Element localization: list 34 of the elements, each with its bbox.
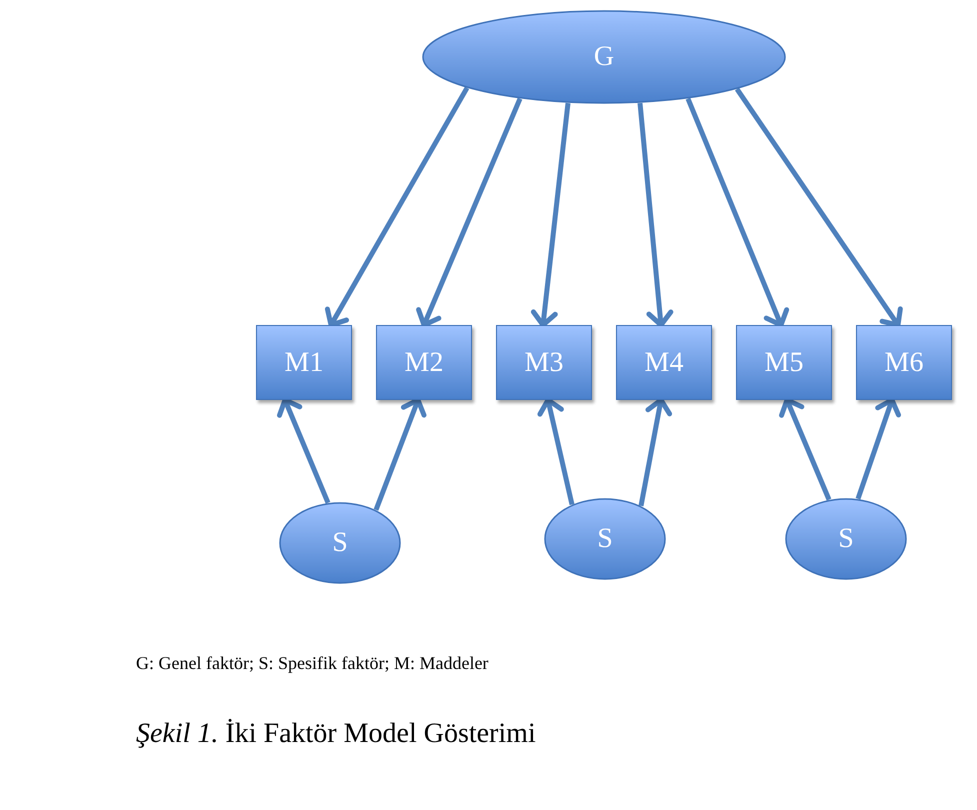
figure-caption: Şekil 1. İki Faktör Model Gösterimi [136,717,536,751]
node-label: M6 [884,348,924,376]
arrow [276,398,330,504]
node-label: M5 [764,348,804,376]
node-label: S [597,525,613,553]
node-label: M4 [644,348,684,376]
arrow [779,398,832,501]
ellipse-node [785,498,907,580]
arrow [416,98,522,328]
arrow [686,98,790,328]
node-label: M1 [284,348,324,376]
ellipse-node [279,502,401,584]
arrow [530,102,570,328]
rectangle-node [256,325,352,400]
arrow [537,398,574,506]
arrow [734,88,903,328]
arrow [638,398,672,506]
node-label: S [332,529,348,557]
ellipse-node [422,10,786,104]
legend-note: G: Genel faktör; S: Spesifik faktör; M: Maddeler [136,652,488,675]
arrow [324,86,470,328]
node-label: M3 [524,348,564,376]
node-label: G [594,43,614,71]
rectangle-node [856,325,952,400]
arrow [856,398,901,500]
node-label: S [838,525,854,553]
rectangle-node [496,325,592,400]
rectangle-node [376,325,472,400]
ellipse-node [544,498,666,580]
node-label: M2 [404,348,444,376]
arrow [374,398,426,511]
rectangle-node [736,325,832,400]
arrow [638,102,674,328]
rectangle-node [616,325,712,400]
